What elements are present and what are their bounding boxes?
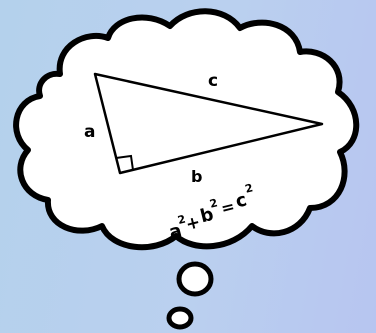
side-b-label: b xyxy=(191,167,202,186)
formula-exponent-c: 2 xyxy=(244,181,255,195)
side-a-label: a xyxy=(84,122,95,142)
pythagorean-formula: a 2 + b 2 = c 2 xyxy=(167,181,255,243)
side-c-label: c xyxy=(208,71,218,91)
formula-c: c xyxy=(234,189,249,212)
formula-exponent-a: 2 xyxy=(176,213,187,227)
formula-plus: + xyxy=(184,212,203,235)
formula-a: a xyxy=(167,220,184,243)
formula-exponent-b: 2 xyxy=(208,196,219,210)
thought-bubble-small xyxy=(166,306,194,330)
right-angle-marker xyxy=(115,154,134,171)
formula-equals: = xyxy=(219,196,237,218)
right-triangle xyxy=(93,72,324,175)
thought-bubble-large xyxy=(176,261,214,297)
formula-b: b xyxy=(198,204,216,228)
